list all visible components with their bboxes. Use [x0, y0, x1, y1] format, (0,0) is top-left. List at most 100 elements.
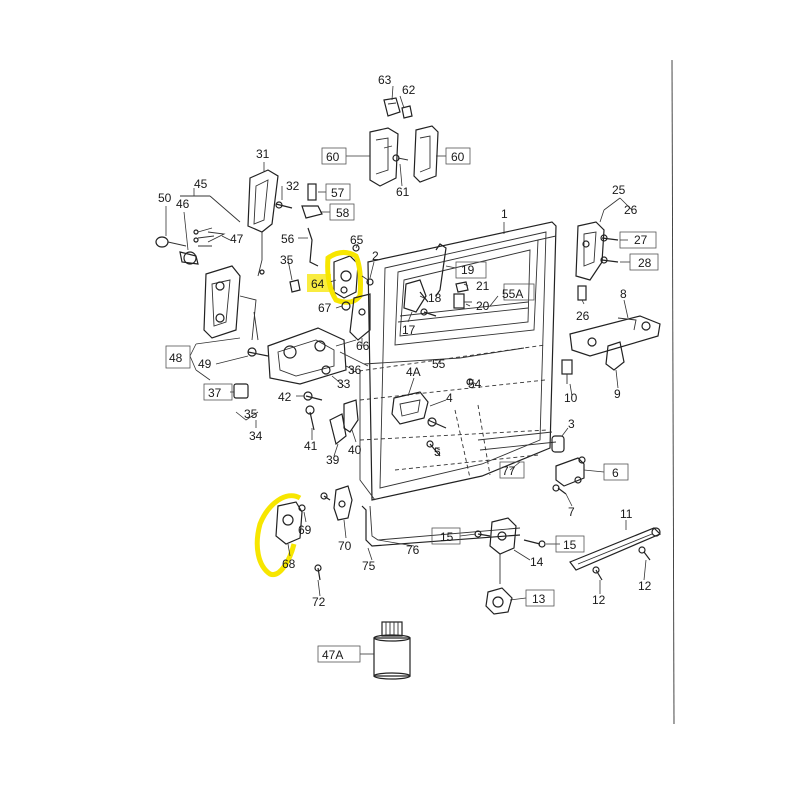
- label-60-left: 60: [326, 150, 340, 164]
- label-2: 2: [372, 249, 379, 263]
- part-3-roller: [551, 435, 565, 453]
- lower-guide-rail: [361, 505, 521, 547]
- label-12-left: 12: [592, 593, 606, 607]
- label-58: 58: [336, 206, 350, 220]
- label-49: 49: [198, 357, 212, 371]
- label-39: 39: [326, 453, 340, 467]
- part-20-bolt: [453, 293, 472, 309]
- part-70-screw: [320, 492, 331, 501]
- part-13-roller: [485, 587, 513, 615]
- part-28-screw: [600, 256, 619, 264]
- highlight-box-64: [307, 274, 331, 292]
- label-4A: 4A: [406, 365, 421, 379]
- label-42: 42: [278, 390, 292, 404]
- label-50: 50: [158, 191, 172, 205]
- label-26-lower: 26: [576, 309, 590, 323]
- part-33-lock-body: [253, 311, 347, 385]
- part-50-key: [155, 236, 187, 248]
- part-40-cam: [343, 399, 359, 433]
- part-41-screw: [305, 405, 315, 431]
- label-34: 34: [249, 429, 263, 443]
- part-70-striker: [333, 485, 353, 521]
- label-63: 63: [378, 73, 392, 87]
- part-17-bracket: [403, 279, 427, 313]
- label-33: 33: [337, 377, 351, 391]
- part-72-screw: [314, 564, 322, 581]
- part-2-screw: [361, 275, 374, 286]
- part-35-clip: [289, 279, 301, 293]
- label-72: 72: [312, 595, 326, 609]
- label-20: 20: [476, 299, 490, 313]
- callout-labels: 63 62 60 60 61 31 32 57 58 56 45 50 46 4…: [158, 73, 652, 662]
- label-4: 4: [446, 391, 453, 405]
- label-10: 10: [564, 391, 578, 405]
- part-10-bolt: [561, 359, 573, 384]
- label-32: 32: [286, 179, 300, 193]
- label-61: 61: [396, 185, 410, 199]
- part-21-clip: [455, 281, 469, 293]
- label-77: 77: [502, 464, 516, 478]
- part-12-screw-b: [638, 546, 651, 561]
- part-62-clip: [401, 105, 413, 119]
- bracket-brace-45: [180, 195, 241, 243]
- label-70: 70: [338, 539, 352, 553]
- page-edge-line: [671, 59, 675, 725]
- label-48: 48: [169, 351, 183, 365]
- part-58-nut: [301, 205, 323, 219]
- part-63-clip: [383, 97, 401, 117]
- label-54: 54: [468, 377, 482, 391]
- part-56-rod: [307, 227, 319, 267]
- part-55-rod: [363, 347, 525, 365]
- part-6-bracket: [555, 456, 586, 487]
- label-60-right: 60: [451, 150, 465, 164]
- label-8: 8: [620, 287, 627, 301]
- label-66: 66: [356, 339, 370, 353]
- part-11-guide-bar: [569, 527, 662, 571]
- label-5: 5: [434, 445, 441, 459]
- label-25: 25: [612, 183, 626, 197]
- part-37-clip: [233, 383, 249, 399]
- part-36-link: [335, 339, 369, 367]
- label-15-left: 15: [440, 530, 454, 544]
- part-14-roller-carrier: [489, 517, 517, 584]
- part-25-hinge: [575, 221, 605, 281]
- part-15-screw-b: [523, 539, 546, 548]
- label-6: 6: [612, 466, 619, 480]
- label-27: 27: [634, 233, 648, 247]
- part-57-pin: [307, 183, 317, 201]
- part-64-lock-actuator: [325, 250, 363, 305]
- label-boxes: [165, 147, 659, 663]
- label-13: 13: [532, 592, 546, 606]
- label-69: 69: [298, 523, 312, 537]
- door-frame: [351, 221, 557, 501]
- label-55A: 55A: [502, 287, 523, 301]
- highlight-ring-68: [254, 493, 302, 577]
- label-47: 47: [230, 232, 244, 246]
- part-48-remote-bracket: [203, 265, 257, 341]
- label-17: 17: [402, 323, 416, 337]
- label-36: 36: [348, 363, 362, 377]
- label-14: 14: [530, 555, 544, 569]
- label-11: 11: [620, 507, 633, 521]
- part-17-screw: [420, 308, 437, 317]
- label-35-lower: 35: [244, 407, 258, 421]
- part-65-screw: [352, 244, 360, 252]
- label-68: 68: [282, 557, 296, 571]
- label-56: 56: [281, 232, 295, 246]
- part-27-screw: [600, 234, 619, 242]
- part-61-screw: [392, 154, 409, 162]
- label-21: 21: [476, 279, 490, 293]
- part-47A-grease-bottle: [373, 621, 411, 680]
- label-46: 46: [176, 197, 190, 211]
- part-49-screw: [247, 347, 269, 357]
- label-35-upper: 35: [280, 253, 294, 267]
- label-1: 1: [501, 207, 508, 221]
- part-18-pin: [419, 291, 429, 303]
- label-31: 31: [256, 147, 270, 161]
- label-26-upper: 26: [624, 203, 638, 217]
- label-64: 64: [311, 277, 325, 291]
- label-19: 19: [461, 263, 475, 277]
- label-3: 3: [568, 417, 575, 431]
- part-5-screw: [426, 440, 441, 457]
